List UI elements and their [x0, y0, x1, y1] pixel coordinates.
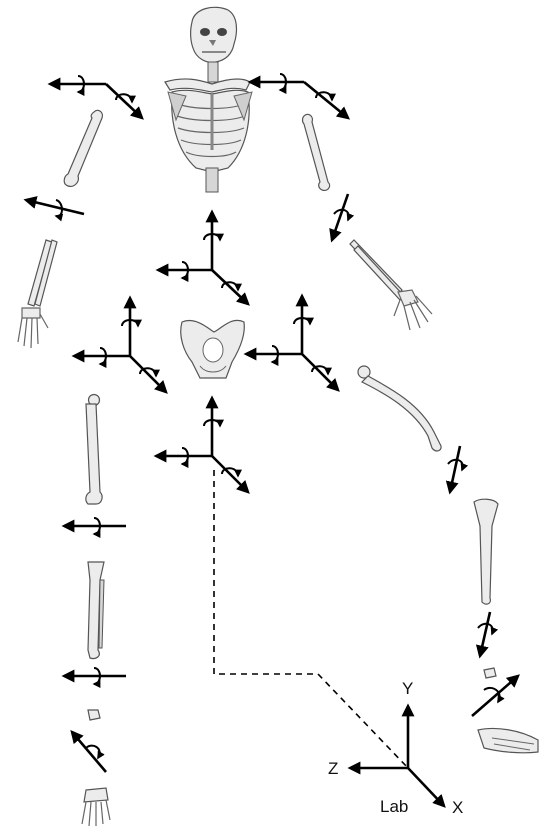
left-humerus-bone [64, 110, 102, 186]
pelvis-bone [181, 320, 245, 378]
lab-y-label: Y [402, 679, 413, 698]
right-foot-bone [478, 728, 538, 752]
left-talus-bone [88, 710, 100, 720]
joint-axis-left-knee [64, 518, 126, 534]
right-forearm-bone [350, 240, 432, 330]
joint-axis-right-ankle [478, 612, 493, 656]
pelvis-to-lab-dashed-line [214, 470, 408, 768]
right-femur-bone [358, 366, 441, 451]
left-forearm-bone [18, 240, 57, 348]
joint-axis-left-ankle [64, 668, 126, 684]
lab-x-label: X [452, 798, 463, 817]
left-foot-bone [82, 788, 110, 826]
joint-triad-left-hip [74, 298, 166, 392]
joint-axis-right-subtalar [472, 676, 518, 716]
joint-axis-right-knee [448, 446, 463, 492]
joint-axis-left-elbow [26, 200, 84, 216]
right-humerus-bone [303, 114, 330, 190]
left-femur-bone [86, 395, 102, 505]
joint-triad-pelvis [156, 398, 248, 492]
joint-axis-right-elbow [332, 194, 349, 240]
lab-frame-label: Lab [380, 797, 408, 816]
lab-z-label: Z [328, 759, 338, 778]
joint-triad-right-hip [246, 296, 338, 390]
joint-axis-left-subtalar [72, 732, 106, 772]
skull-thorax-bone [165, 7, 252, 192]
lab-frame: Y Z X Lab [328, 679, 463, 817]
left-tibia-bone [88, 562, 104, 659]
joint-triad-trunk [158, 212, 248, 304]
joint-triad-right-shoulder [250, 74, 348, 118]
lab-x-axis [408, 768, 444, 806]
right-talus-bone [484, 668, 496, 678]
right-tibia-bone [474, 499, 498, 604]
